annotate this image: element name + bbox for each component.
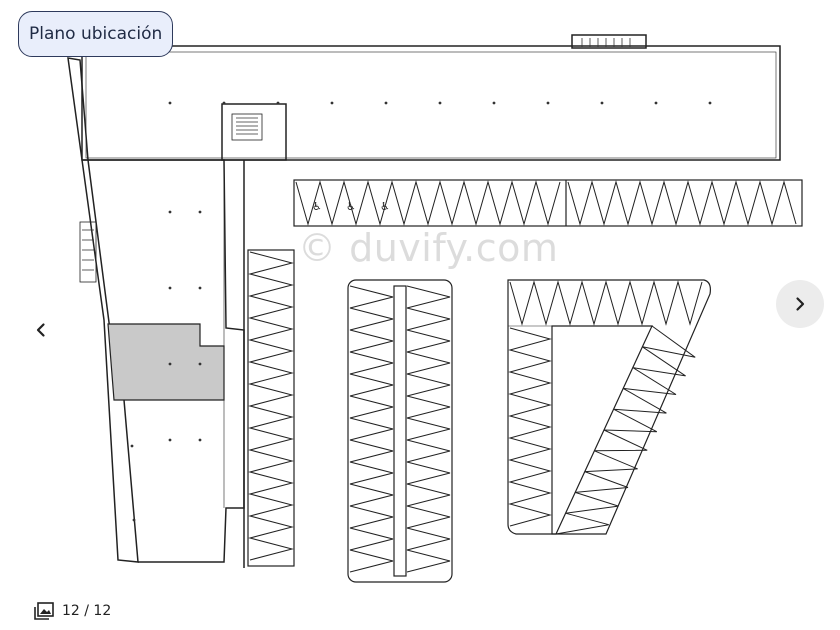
column-dot — [198, 286, 202, 290]
column-dots — [130, 101, 712, 522]
parking-stall-lines — [248, 180, 797, 573]
column-dot — [600, 101, 604, 105]
parking-stall-zigzag — [349, 285, 394, 573]
next-image-button[interactable] — [776, 280, 824, 328]
column-dot — [130, 444, 134, 448]
column-dot — [222, 101, 226, 105]
accessible-parking-icons: ♿ ♿ ♿ — [312, 200, 390, 213]
parking-stall-zigzag — [295, 180, 561, 226]
parking-stall-zigzag — [406, 285, 451, 573]
image-counter-text: 12 / 12 — [62, 603, 112, 619]
parking-zones — [247, 179, 803, 583]
column-dot — [168, 210, 172, 214]
column-dot — [654, 101, 658, 105]
parking-stall-zigzag — [509, 280, 703, 326]
column-dot — [546, 101, 550, 105]
column-dot — [168, 286, 172, 290]
column-dot — [330, 101, 334, 105]
column-dot — [384, 101, 388, 105]
column-dot — [708, 101, 712, 105]
chevron-left-icon — [36, 323, 45, 337]
column-dot — [168, 101, 172, 105]
location-plan-badge: Plano ubicación — [18, 11, 174, 57]
column-dot — [276, 101, 280, 105]
stair-hatching — [82, 38, 631, 271]
image-gallery-icon — [34, 602, 54, 620]
watermark: © duvify.com — [298, 226, 559, 270]
parking-stall-zigzag — [508, 327, 552, 527]
column-dot — [198, 438, 202, 442]
parking-stall-zigzag — [248, 251, 294, 561]
column-dot — [132, 518, 136, 522]
column-dot — [438, 101, 442, 105]
column-dot — [168, 362, 172, 366]
column-dot — [198, 210, 202, 214]
svg-text:♿: ♿ — [380, 200, 390, 213]
previous-image-button[interactable] — [17, 306, 65, 354]
column-dot — [168, 438, 172, 442]
chevron-right-icon — [796, 297, 805, 311]
svg-text:♿: ♿ — [312, 200, 322, 213]
column-dot — [198, 362, 202, 366]
parking-stall-zigzag — [567, 180, 797, 226]
image-counter: 12 / 12 — [34, 600, 111, 622]
shaded-area — [107, 323, 225, 401]
column-dot — [492, 101, 496, 105]
parking-stall-zigzag — [555, 325, 696, 535]
svg-text:♿: ♿ — [346, 200, 356, 213]
